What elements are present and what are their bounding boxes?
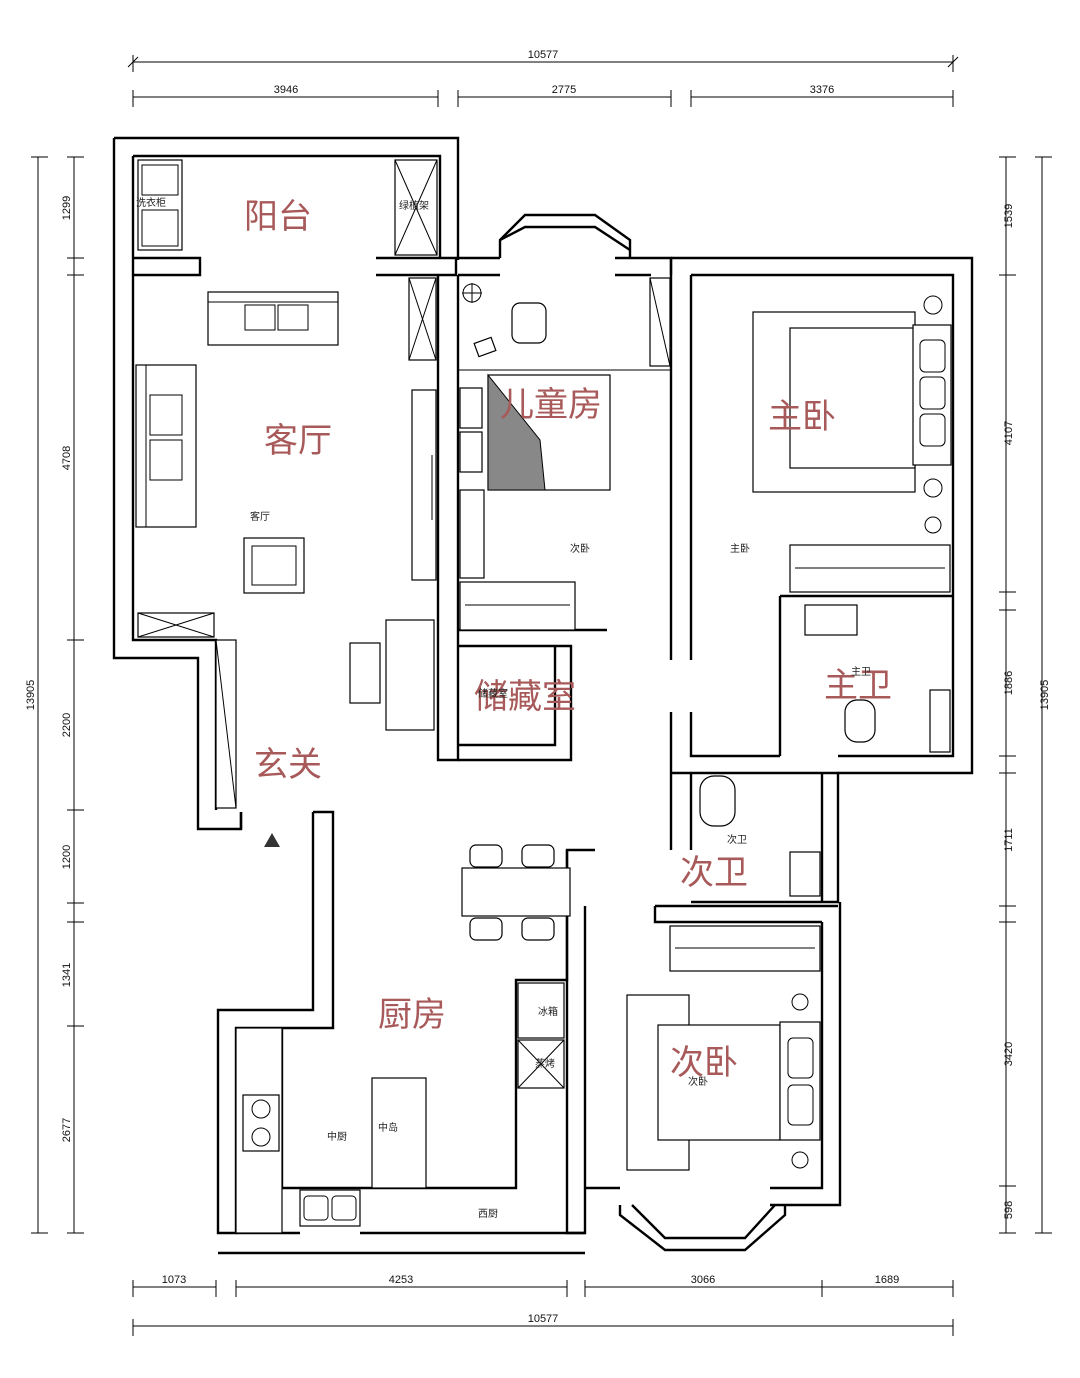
dim-left-3: 2200 (61, 713, 73, 737)
room-label-master-bath: 主卫 (824, 666, 892, 706)
dimension-labels: 10577 3946 2775 3376 1073 4253 3066 1689… (25, 49, 1051, 1325)
label-master-bath-small: 主卫 (851, 666, 871, 678)
label-fridge: 冰箱 (538, 1005, 558, 1018)
master-toilet (844, 699, 876, 743)
dimension-lines (31, 55, 1052, 1336)
hall-cabinet (385, 619, 435, 731)
second-sink (789, 851, 821, 897)
dim-top-total: 10577 (528, 49, 559, 61)
dim-left-1: 1299 (61, 196, 73, 220)
label-master-small: 主卧 (730, 542, 750, 555)
dim-right-total: 13905 (1039, 680, 1051, 711)
label-steam-oven: 蒸烤 (535, 1057, 555, 1070)
desk-chair (511, 302, 547, 344)
dim-left-2: 4708 (61, 446, 73, 470)
furniture (135, 159, 952, 1234)
dim-right-2: 4107 (1003, 421, 1015, 445)
dim-bottom-total: 10577 (528, 1313, 559, 1325)
entrance-marker-icon (264, 833, 280, 847)
dim-top-2: 2775 (552, 84, 576, 96)
small-labels: 洗衣柜 绿植架 客厅 次卧 主卧 主卫 次卫 冰箱 蒸烤 中厨 中岛 西厨 次卧… (136, 196, 871, 1220)
dim-bottom-4: 1689 (875, 1274, 899, 1286)
dim-right-3: 1886 (1003, 671, 1015, 695)
sofa-left (135, 364, 197, 528)
dim-top-1: 3946 (274, 84, 298, 96)
dim-left-5: 1341 (61, 963, 73, 987)
room-label-second-bedroom: 次卧 (670, 1043, 738, 1083)
room-label-living: 客厅 (264, 421, 332, 461)
master-sink (804, 604, 858, 636)
dim-left-total: 13905 (25, 680, 37, 711)
label-washing-cabinet: 洗衣柜 (136, 196, 166, 209)
dim-right-1: 1539 (1003, 204, 1015, 228)
sofa-top (207, 291, 339, 346)
armchair (243, 537, 305, 594)
room-label-kitchen: 厨房 (378, 995, 446, 1035)
label-living-small: 客厅 (250, 510, 270, 523)
dim-right-4: 1711 (1003, 828, 1015, 852)
room-label-entrance: 玄关 (254, 745, 322, 785)
dim-top-3: 3376 (810, 84, 834, 96)
dim-left-6: 2677 (61, 1118, 73, 1142)
label-second-bedroom-small: 次卧 (688, 1075, 708, 1088)
room-label-kids-room: 儿童房 (500, 385, 602, 425)
hall-bench (349, 642, 381, 704)
label-storage-small: 储藏室 (478, 687, 508, 700)
dim-bottom-2: 4253 (389, 1274, 413, 1286)
room-label-second-bath: 次卫 (680, 853, 748, 893)
dining-table (461, 867, 571, 917)
dim-right-5: 3420 (1003, 1042, 1015, 1066)
room-labels: 阳台 客厅 儿童房 主卧 储藏室 主卫 玄关 次卫 厨房 次卧 (244, 197, 892, 1083)
dim-bottom-3: 3066 (691, 1274, 715, 1286)
label-plant-shelf: 绿植架 (399, 199, 429, 212)
label-kids-small: 次卧 (570, 542, 590, 555)
kitchen-island (371, 1077, 427, 1189)
dim-bottom-1: 1073 (162, 1274, 186, 1286)
room-label-storage: 储藏室 (474, 677, 576, 717)
label-second-bath-small: 次卫 (727, 833, 747, 846)
label-island: 中岛 (378, 1121, 398, 1134)
dim-right-6: 598 (1003, 1201, 1015, 1219)
kids-wardrobe (459, 581, 576, 631)
dim-left-4: 1200 (61, 845, 73, 869)
label-western-kitchen: 西厨 (478, 1208, 498, 1220)
washing-cabinet (137, 159, 183, 251)
room-label-balcony: 阳台 (244, 197, 312, 237)
room-label-master-bedroom: 主卧 (768, 397, 836, 437)
second-bed (657, 1024, 781, 1141)
second-toilet (699, 775, 736, 827)
fridge (517, 982, 565, 1039)
kitchen-sink (299, 1189, 361, 1227)
label-chinese-kitchen: 中厨 (327, 1130, 347, 1143)
